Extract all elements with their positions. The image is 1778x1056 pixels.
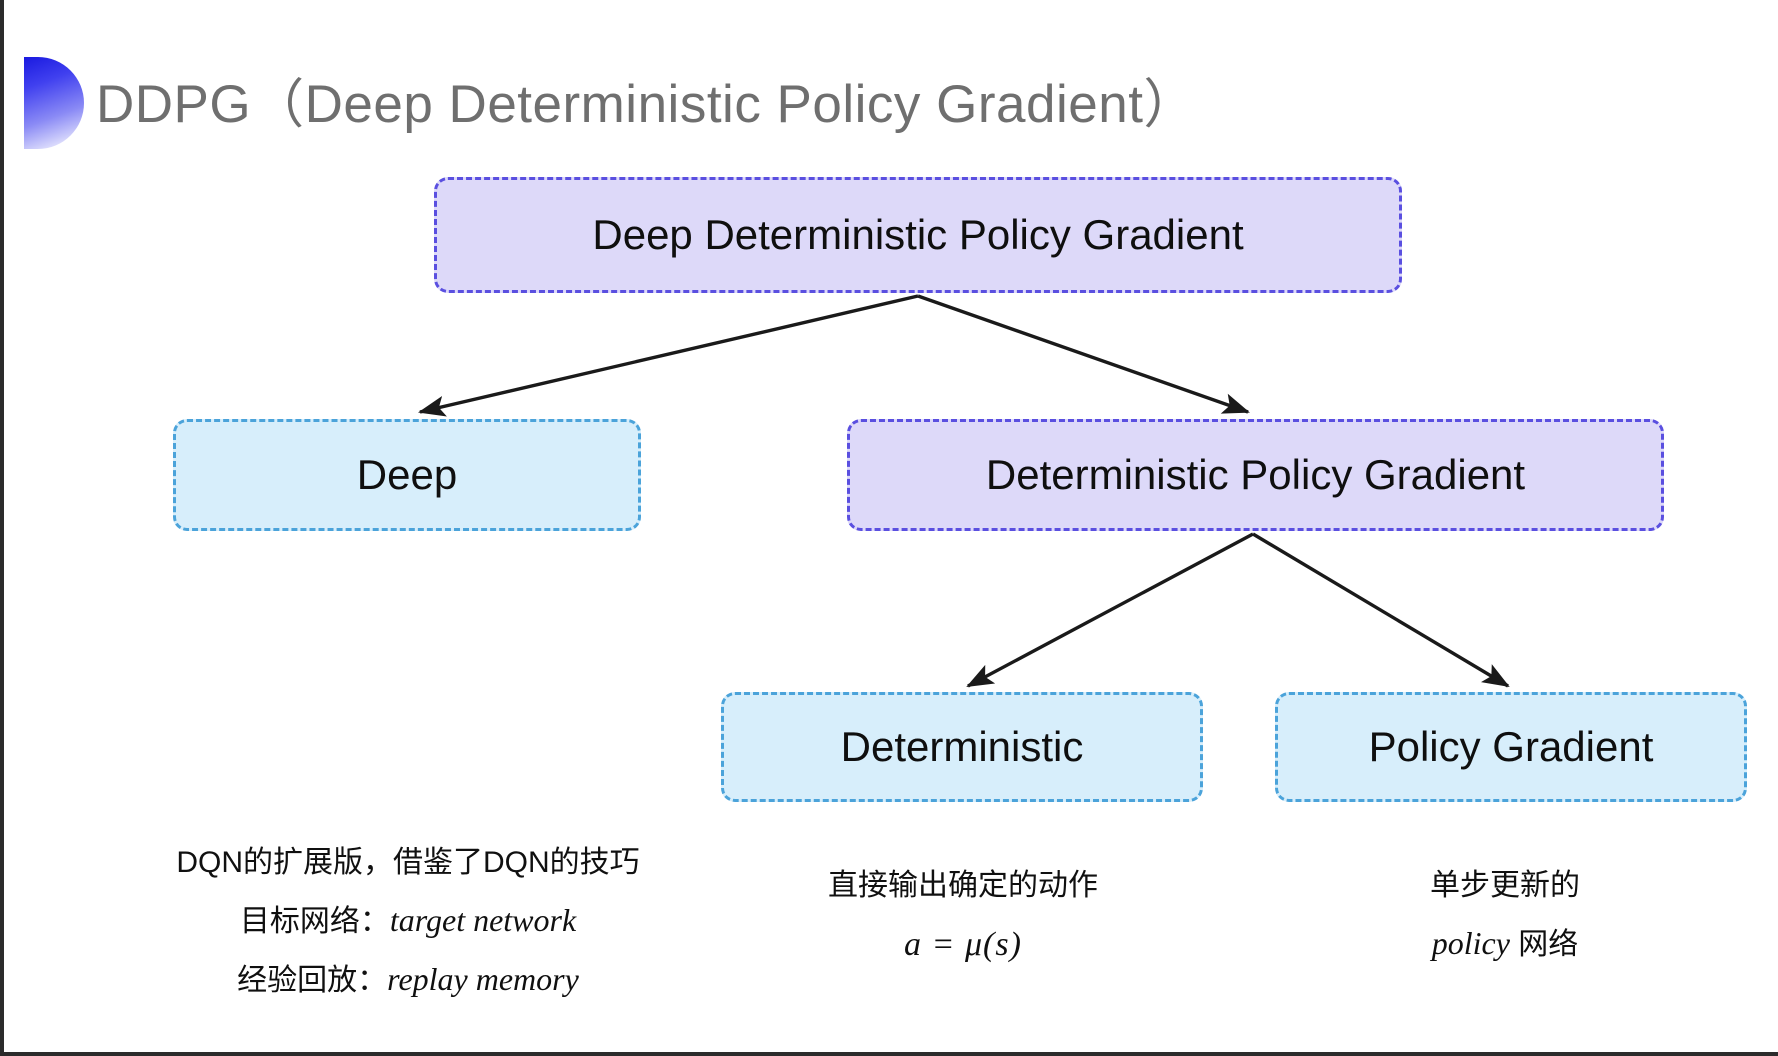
- caption-policy-gradient-line2: policy 网络: [1355, 914, 1655, 973]
- node-policy-gradient[interactable]: Policy Gradient: [1275, 692, 1747, 802]
- edge-root-to-dpg: [917, 294, 1250, 414]
- caption-deep-line2: 目标网络：target network: [148, 891, 668, 950]
- caption-deterministic-formula: a = μ(s): [904, 925, 1022, 963]
- caption-deep-line3: 经验回放：replay memory: [148, 950, 668, 1009]
- caption-policy-gradient: 单步更新的 policy 网络: [1355, 858, 1655, 973]
- edge-dpg-to-policy-gradient: [1252, 532, 1510, 688]
- node-deterministic-policy-gradient[interactable]: Deterministic Policy Gradient: [847, 419, 1664, 531]
- caption-deep-line2-label: 目标网络：: [239, 904, 390, 938]
- caption-policy-gradient-suffix: 网络: [1509, 927, 1579, 961]
- caption-deep-line2-term: target network: [389, 901, 577, 938]
- caption-deterministic-line1: 直接输出确定的动作: [828, 869, 1098, 902]
- caption-policy-gradient-line1: 单步更新的: [1430, 869, 1580, 902]
- caption-policy-gradient-term: policy: [1431, 924, 1510, 961]
- node-deterministic[interactable]: Deterministic: [721, 692, 1203, 802]
- node-deep-deterministic-policy-gradient[interactable]: Deep Deterministic Policy Gradient: [434, 177, 1402, 293]
- slide-bottom-edge-rule: [0, 1052, 1778, 1056]
- caption-deep: DQN的扩展版，借鉴了DQN的技巧 目标网络：target network 经验…: [148, 835, 668, 1009]
- edge-dpg-to-deterministic: [966, 532, 1254, 688]
- caption-deep-line1: DQN的扩展版，借鉴了DQN的技巧: [176, 846, 640, 879]
- caption-deterministic: 直接输出确定的动作 a = μ(s): [793, 858, 1133, 976]
- caption-deep-line3-label: 经验回放：: [237, 963, 388, 997]
- edge-root-to-deep: [418, 294, 919, 417]
- node-deep[interactable]: Deep: [173, 419, 641, 531]
- caption-deep-line3-term: replay memory: [387, 960, 579, 997]
- slide-left-edge-rule: [0, 0, 4, 1056]
- title-bullet-icon: [24, 57, 84, 149]
- page-title: DDPG（Deep Deterministic Policy Gradient）: [96, 75, 1197, 134]
